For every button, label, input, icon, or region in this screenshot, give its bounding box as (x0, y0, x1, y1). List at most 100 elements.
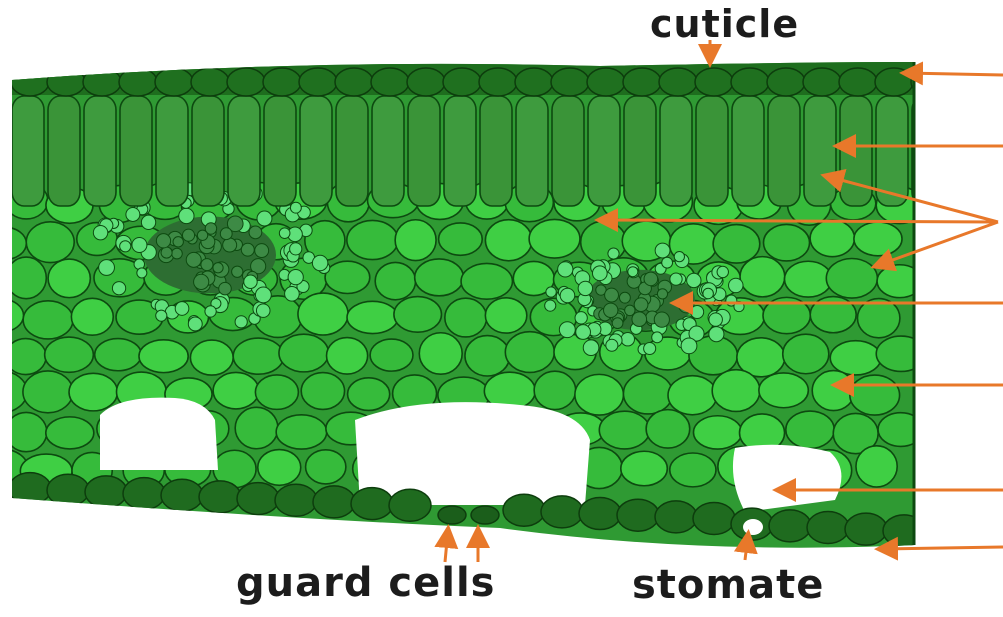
vein-cell (560, 288, 575, 303)
vein-cell (255, 287, 271, 303)
epidermis-cell (351, 488, 393, 520)
vein-cell (205, 306, 216, 317)
upper-epidermis (0, 55, 949, 96)
vein-cell (558, 262, 573, 277)
palisade-cell (228, 96, 260, 206)
guard-cells-label: guard cells (236, 560, 495, 606)
vein-cell (652, 332, 663, 343)
epidermis-cell (693, 503, 735, 535)
spongy-cell (740, 257, 785, 297)
spongy-cell (327, 338, 368, 374)
epidermis-cell (123, 478, 165, 510)
epidermis-cell (83, 68, 121, 96)
spongy-cell (763, 224, 809, 260)
spongy-cell (783, 334, 829, 374)
epidermis-cell (579, 498, 621, 530)
spongy-cell (23, 371, 73, 413)
spongy-cell (621, 451, 668, 485)
palisade-cell (12, 96, 44, 206)
vein-cell (288, 269, 303, 284)
spongy-cell (71, 298, 113, 335)
vein-cell (655, 243, 670, 258)
palisade-cell (804, 96, 836, 206)
epidermis-cell (47, 474, 89, 506)
vein-cell (606, 339, 618, 351)
spongy-cell (877, 265, 922, 298)
spongy-cell (23, 301, 73, 339)
vein-cell (674, 251, 684, 261)
spongy-cell (279, 334, 329, 372)
vein-cell (112, 282, 125, 295)
spongy-cell (854, 222, 902, 256)
vein-cell (592, 266, 607, 281)
spongy-cell (785, 261, 832, 297)
vein-cell (670, 273, 682, 285)
spongy-cell (415, 259, 464, 296)
vein-cell (657, 289, 667, 299)
spongy-cell (575, 374, 624, 415)
vein-cell (156, 310, 167, 321)
spongy-cell (213, 372, 259, 408)
spongy-cell (668, 376, 717, 415)
vein-cell (244, 275, 257, 288)
spongy-cell (485, 220, 531, 261)
spongy-cell (6, 412, 47, 451)
guard-cell-arrow-1 (445, 530, 448, 562)
palisade-cell (624, 96, 656, 206)
vein-cell (249, 226, 262, 239)
epidermis-cell (767, 68, 805, 96)
vein-cell (634, 298, 648, 312)
palisade-cell (840, 96, 872, 206)
spongy-cell (786, 411, 834, 448)
vein-cell (546, 287, 556, 297)
vein-cell (188, 317, 202, 331)
palisade-cell (300, 96, 332, 206)
palisade-cell (912, 96, 944, 206)
spongy-cell (370, 339, 413, 371)
epidermis-cell (659, 68, 697, 96)
epidermis-cell (9, 473, 51, 505)
vein-cell (729, 278, 743, 292)
spongy-cell (693, 416, 741, 449)
palisade-cell (408, 96, 440, 206)
guard-cell (471, 506, 499, 524)
vein-cell (126, 208, 140, 222)
vein-cell (219, 282, 232, 295)
spongy-cell (347, 301, 398, 333)
epidermis-cell (807, 511, 849, 543)
epidermis-cell (371, 68, 409, 96)
epidermis-cell (237, 483, 279, 515)
vein-cell (662, 257, 673, 268)
vein-cell (575, 312, 587, 324)
spongy-cell (5, 339, 46, 375)
vein-cell (173, 237, 183, 247)
spongy-cell (298, 293, 348, 335)
vein-cell (132, 238, 147, 253)
vein-cell (608, 248, 619, 259)
epidermis-cell (119, 68, 157, 96)
vein-cell (290, 202, 301, 213)
vein-cell (220, 228, 232, 240)
vein-cell (232, 266, 243, 277)
epidermis-cell (617, 499, 659, 531)
lower-epidermis-arrow (880, 547, 1003, 549)
vein-cell (201, 259, 213, 271)
cuticle-label: cuticle (650, 2, 799, 46)
spongy-cell (139, 340, 188, 373)
epidermis-cell (623, 68, 661, 96)
spongy-cell (826, 258, 877, 298)
epidermis-cell (85, 476, 127, 508)
spongy-cell (394, 297, 442, 333)
vein-cell (654, 312, 669, 327)
spongy-cell (876, 336, 926, 371)
vein-cell (709, 327, 724, 342)
epidermis-cell (407, 68, 445, 96)
palisade-cell (264, 96, 296, 206)
spongy-cell (46, 417, 94, 449)
spongy-cell (258, 450, 301, 486)
epidermis-cell (655, 501, 697, 533)
epidermis-cell (389, 489, 431, 521)
spongy-cell (276, 415, 326, 449)
spongy-cell (759, 373, 808, 408)
